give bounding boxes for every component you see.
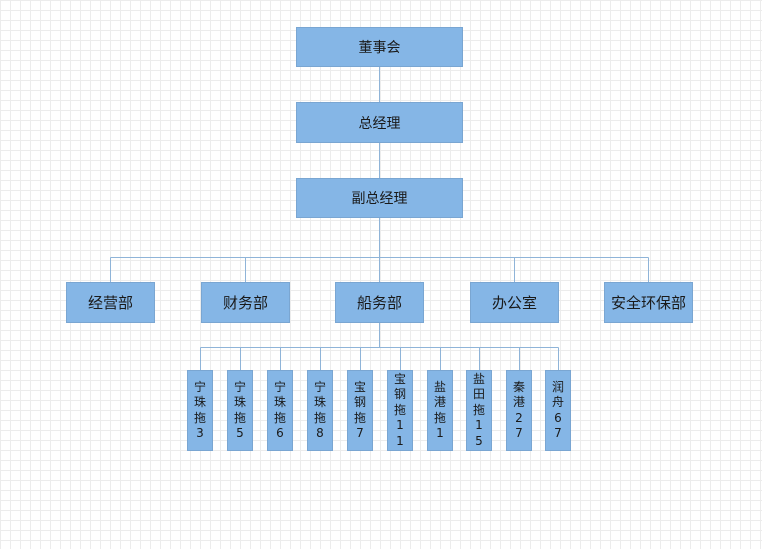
vessel-node: 宁珠拖6 [267,370,293,451]
general-manager-node: 总经理 [296,102,463,143]
vessel-node: 宁珠拖8 [307,370,333,451]
vessel-node: 宁珠拖5 [227,370,253,451]
board-node: 董事会 [296,27,463,67]
dept-safety-environment-node: 安全环保部 [604,282,693,323]
dept-finance-node: 财务部 [201,282,290,323]
vessel-node: 盐港拖1 [427,370,453,451]
vessel-node: 润舟67 [545,370,571,451]
dept-operations-node: 经营部 [66,282,155,323]
vessel-node: 盐田拖15 [466,370,492,451]
dept-shipping-node: 船务部 [335,282,424,323]
vessel-node: 宁珠拖3 [187,370,213,451]
vessel-node: 秦港27 [506,370,532,451]
vessel-node: 宝钢拖11 [387,370,413,451]
deputy-general-manager-node: 副总经理 [296,178,463,218]
vessel-node: 宝钢拖7 [347,370,373,451]
dept-office-node: 办公室 [470,282,559,323]
